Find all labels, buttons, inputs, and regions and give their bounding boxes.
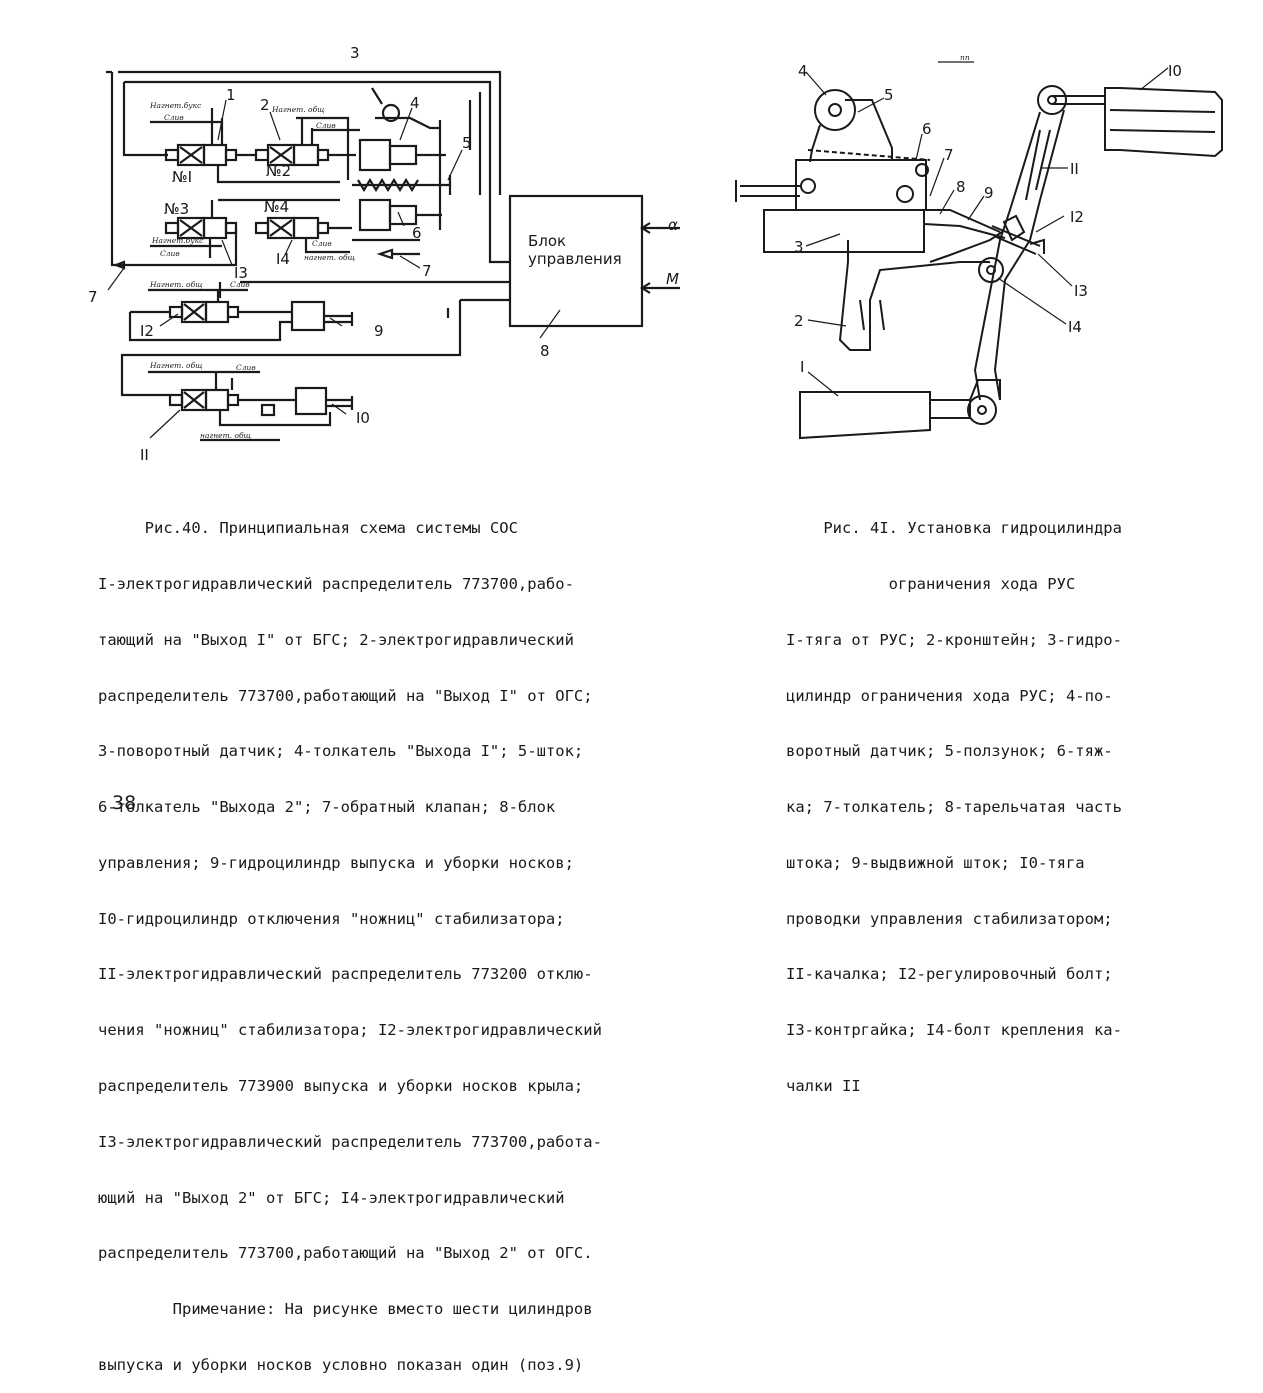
caption-40-line: управления; 9-гидроцилиндр выпуска и убо…	[98, 853, 574, 872]
fig40-label-8: 8	[540, 342, 550, 360]
caption-40-line: I-электрогидравлический распределитель 7…	[98, 574, 574, 593]
fig41-label-3: 3	[794, 238, 804, 256]
fig41-label-7: 7	[944, 146, 954, 164]
pipe-label-common-3: Нагнет. общ	[149, 280, 203, 289]
pipe-label-drain-5: Слив	[230, 280, 250, 289]
caption-40-line: распределитель 773700,работающий на "Вых…	[98, 1244, 593, 1263]
caption-40-line: чения "ножниц" стабилизатора; I2-электро…	[98, 1021, 602, 1040]
fig41-label-6: 6	[922, 120, 932, 138]
caption-41-line: цилиндр ограничения хода РУС; 4-по-	[786, 686, 1113, 705]
input-alpha: α	[668, 216, 678, 234]
control-block-title-2: управления	[528, 250, 622, 268]
caption-41-line: I3-контргайка; I4-болт крепления ка-	[786, 1021, 1122, 1040]
fig40-valve-no3: №3	[164, 200, 189, 218]
caption-40-line: Рис.40. Принципиальная схема системы СОС	[98, 519, 518, 538]
technical-drawings: 3 1 2 4 5 6 7 7 8 9 I0 II I2 I3 I4 №I №2…	[88, 44, 1223, 464]
fig41-label-8: 8	[956, 178, 966, 196]
fig41-label-np: пп	[960, 53, 970, 62]
pipe-label-drain-4: Слив	[312, 239, 332, 248]
caption-40-line: выпуска и уборки носков условно показан …	[98, 1355, 584, 1374]
fig40-label-5: 5	[462, 134, 472, 152]
pipe-label-common-5: нагнет. общ	[200, 431, 252, 440]
caption-41-line: проводки управления стабилизатором;	[786, 909, 1113, 928]
pipe-label-common-1: Нагнет. общ	[271, 105, 325, 114]
fig41-label-10: I0	[1168, 62, 1182, 80]
caption-41-line: воротный датчик; 5-ползунок; 6-тяж-	[786, 742, 1113, 761]
pipe-label-drain-1: Слив	[164, 113, 184, 122]
fig40-label-1: 1	[226, 86, 236, 104]
fig41-label-14: I4	[1068, 318, 1082, 336]
pipe-label-common-4: Нагнет. общ	[149, 361, 203, 370]
caption-41-line: ограничения хода РУС	[786, 574, 1076, 593]
fig41-label-13: I3	[1074, 282, 1088, 300]
caption-41-line: штока; 9-выдвижной шток; I0-тяга	[786, 853, 1085, 872]
fig40-label-7b: 7	[422, 262, 432, 280]
figure-40-schematic	[106, 70, 680, 442]
caption-40-line: ющий на "Выход 2" от БГС; I4-электрогидр…	[98, 1188, 565, 1207]
caption-40-line: 6-толкатель "Выхода 2"; 7-обратный клапа…	[98, 798, 556, 817]
caption-40-line: Примечание: На рисунке вместо шести цили…	[98, 1300, 593, 1319]
pipe-label-drain-3: Слив	[160, 249, 180, 258]
fig41-label-4: 4	[798, 62, 808, 80]
caption-41-line: II-качалка; I2-регулировочный болт;	[786, 965, 1113, 984]
fig41-label-9: 9	[984, 184, 994, 202]
fig41-label-5: 5	[884, 86, 894, 104]
pipe-label-boost-1: Нагнет.букс	[149, 101, 202, 110]
fig40-label-7a: 7	[88, 288, 98, 306]
pipe-label-drain-2: Слив	[316, 121, 336, 130]
fig40-label-12: I2	[140, 322, 154, 340]
fig41-label-2: 2	[794, 312, 804, 330]
fig40-valve-no4: №4	[264, 198, 289, 216]
fig41-label-12: I2	[1070, 208, 1084, 226]
caption-figure-41: Рис. 4I. Установка гидроцилиндра огранич…	[786, 482, 1122, 1114]
pipe-label-drain-6: Слив	[236, 363, 256, 372]
figure-41-assembly	[735, 61, 1223, 440]
caption-40-line: I0-гидроцилиндр отключения "ножниц" стаб…	[98, 909, 565, 928]
caption-41-line: Рис. 4I. Установка гидроцилиндра	[786, 519, 1122, 538]
fig40-label-3: 3	[350, 44, 360, 62]
figure-40-labels: 3 1 2 4 5 6 7 7 8 9 I0 II I2 I3 I4 №I №2…	[88, 44, 679, 464]
fig40-label-13: I3	[234, 264, 248, 282]
fig40-valve-no1: №I	[172, 168, 192, 186]
caption-41-line: чалки II	[786, 1077, 861, 1095]
caption-41-line: ка; 7-толкатель; 8-тарельчатая часть	[786, 798, 1122, 817]
caption-41-line: I-тяга от РУС; 2-кронштейн; 3-гидро-	[786, 630, 1122, 649]
fig40-label-9: 9	[374, 322, 384, 340]
caption-40-line: I3-электрогидравлический распределитель …	[98, 1132, 602, 1151]
caption-40-line: распределитель 773700,работающий на "Вых…	[98, 686, 593, 705]
pipe-label-common-2: нагнет. общ	[304, 253, 356, 262]
page-number: 38	[112, 792, 137, 814]
pipe-label-boost-2: Нагнет.букс	[151, 236, 204, 245]
caption-40-line: распределитель 773900 выпуска и уборки н…	[98, 1077, 584, 1095]
caption-figure-40: Рис.40. Принципиальная схема системы СОС…	[98, 482, 602, 1393]
input-m: M	[666, 270, 679, 288]
control-block-title-1: Блок	[528, 232, 566, 250]
figure-41-labels: 4 5 6 7 8 9 I0 II I2 I3 I4 3 2 I пп	[794, 53, 1182, 376]
caption-40-line: тающий на "Выход I" от БГС; 2-электрогид…	[98, 630, 574, 649]
fig40-label-11: II	[140, 446, 149, 464]
fig41-label-11: II	[1070, 160, 1079, 178]
caption-40-line: 3-поворотный датчик; 4-толкатель "Выхода…	[98, 742, 584, 761]
fig40-valve-no2: №2	[266, 162, 291, 180]
fig40-label-2: 2	[260, 96, 270, 114]
fig40-label-4: 4	[410, 94, 420, 112]
fig41-label-1: I	[800, 358, 804, 376]
caption-40-line: II-электрогидравлический распределитель …	[98, 965, 593, 984]
fig40-label-10: I0	[356, 409, 370, 427]
fig40-label-14: I4	[276, 250, 290, 268]
fig40-label-6: 6	[412, 224, 422, 242]
